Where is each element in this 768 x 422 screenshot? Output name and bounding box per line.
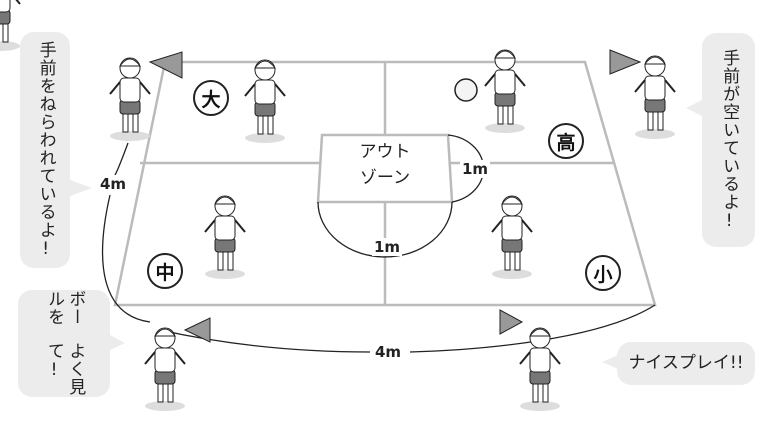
bubble-tail [110,335,125,350]
zone-marker-chu: 中 [147,253,183,289]
bubble-tail [686,100,702,116]
child-megaphone-top-left [109,57,151,142]
ball [454,78,478,102]
zone-marker-dai: 大 [193,80,229,116]
distance-1m-bottom: 1m [372,238,403,256]
distance-4m-left: 4m [98,175,129,193]
bubble-tail [602,355,618,369]
rope-4m-left [101,142,151,323]
child-megaphone-bottom-left [144,327,186,412]
child-megaphone-top-right [634,55,676,140]
child-megaphone-bottom-right [519,327,561,412]
megaphone-icon [183,317,211,343]
megaphone-icon [148,51,183,79]
speech-bubble-bottom-left: ボールを よく見て! [18,290,110,397]
speech-bubble-top-right: 手前が空いているよ! [702,33,755,247]
zone-marker-kou: 高 [548,123,584,159]
out-zone-label: アウト ゾーン [359,142,411,188]
megaphone-icon [609,49,642,75]
out-zone-arc-bottom [317,201,453,258]
megaphone-icon [499,309,524,335]
children [0,0,676,412]
distance-4m-bottom: 4m [373,343,404,361]
speech-bubble-top-left: 手前をねらわれているよ! [20,32,70,268]
rope-4m-bottom [159,304,656,353]
distance-1m-right: 1m [460,160,491,178]
zone-marker-sho: 小 [585,255,621,291]
speech-bubble-bottom-right: ナイスプレイ!! [617,342,755,385]
